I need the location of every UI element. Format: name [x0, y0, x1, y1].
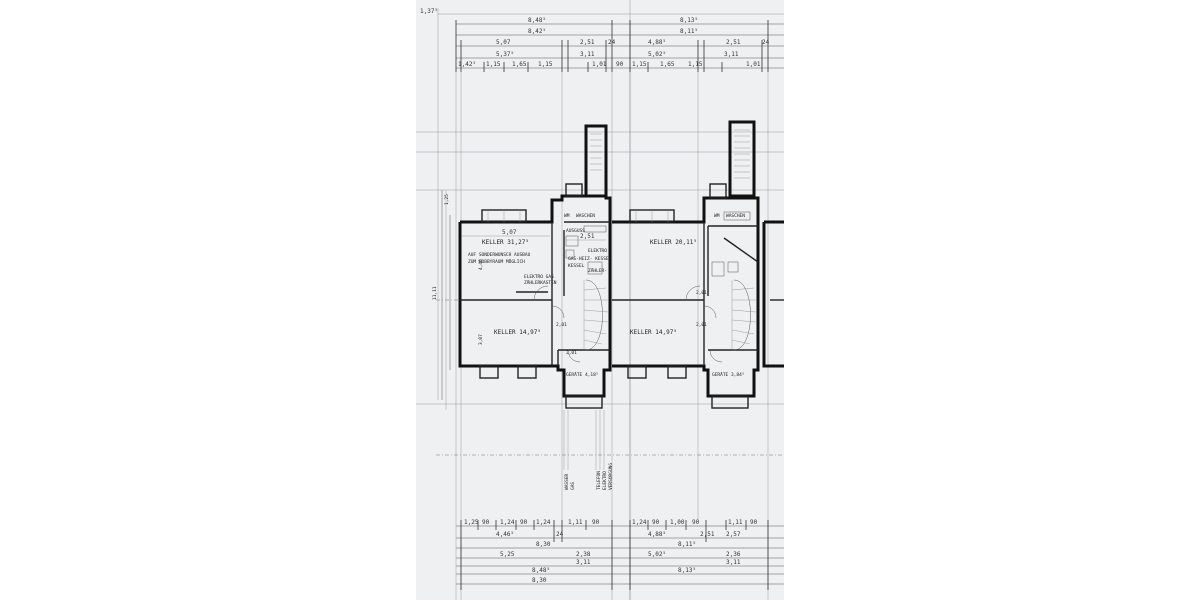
dim-top-row5-a: 1,42⁵ — [458, 61, 476, 68]
dim-top-left-mark: 1,37⁵ — [420, 8, 438, 15]
dim-top-row3-d: 4,88⁵ — [648, 39, 666, 46]
dim-bottom-row1-9: 1,00 — [670, 519, 685, 526]
dim-bottom-row1-8: 90 — [652, 519, 660, 526]
room-wm-right: WM — [714, 213, 720, 219]
note-kessel: KESSEL — [568, 263, 585, 269]
note-zaehler: ZÄHLER- — [588, 267, 607, 274]
dim-bottom-row4-0: 5,25 — [500, 551, 515, 558]
dim-top-row2-b: 8,11⁵ — [680, 28, 698, 35]
dim-top-row2-a: 8,42⁵ — [528, 28, 546, 35]
dim-bottom-row1-7: 1,24 — [632, 519, 647, 526]
bottom-dimension-chain: 1,25 90 1,24 90 1,24 1,11 90 1,24 90 1,0… — [456, 519, 784, 590]
dim-top-row3-b: 2,51 — [580, 39, 595, 46]
note-gas-elektro: ELEKTRO GAS — [524, 274, 554, 280]
room-waschen-left: WASCHEN — [576, 213, 595, 219]
dim-bottom-row6-1: 8,13⁵ — [678, 567, 696, 574]
top-dimension-chain: 8,48⁵ 8,13⁵ 8,42⁵ 8,11⁵ 5,07 2,51 24 4,8… — [420, 8, 784, 72]
left-vertical-dimensions: 11,11 1,25 4,46 3,07 — [432, 190, 484, 400]
note-ausguss: AUSGUSS — [566, 228, 585, 234]
room-wm-left: WM — [564, 213, 570, 219]
dim-bottom-row5-1: 3,11 — [726, 559, 741, 566]
dim-bottom-row1-10: 90 — [692, 519, 700, 526]
dim-top-row5-c: 1,65 — [512, 61, 527, 68]
dim-top-row1-b: 8,13⁵ — [680, 17, 698, 24]
dim-left-vertical: 11,11 — [432, 286, 438, 300]
blueprint-sheet: 8,48⁵ 8,13⁵ 8,42⁵ 8,11⁵ 5,07 2,51 24 4,8… — [416, 0, 784, 600]
dim-interior-a: 5,07 — [502, 229, 517, 236]
dim-bottom-row1-5: 1,11 — [568, 519, 583, 526]
dim-interior-c: 2,01 — [566, 350, 577, 356]
dim-interior-b: 2,51 — [580, 233, 595, 240]
utility-gas: GAS — [570, 482, 576, 490]
dim-bottom-row2-0: 4,46⁵ — [496, 531, 514, 538]
dim-bottom-row1-6: 90 — [592, 519, 600, 526]
unit-right — [612, 120, 784, 409]
dim-top-row5-j: 1,01 — [746, 61, 761, 68]
dim-top-row3-f: 24 — [762, 39, 770, 46]
note-kessel-label: GAS-HEIZ- KESSEL — [568, 256, 612, 262]
dim-bottom-row1-11: 1,11 — [728, 519, 743, 526]
dim-bottom-row2-3: 2,51 — [700, 531, 715, 538]
dim-interior-e: 2,01 — [696, 322, 707, 328]
room-keller-small-right: KELLER 14,97⁵ — [630, 329, 677, 336]
dim-top-row5-b: 1,15 — [486, 61, 501, 68]
dim-top-row5-g: 1,15 — [632, 61, 647, 68]
utility-telefon: TELEFON — [596, 471, 602, 490]
dim-top-row3-c: 24 — [608, 39, 616, 46]
dim-bottom-row1-4: 1,24 — [536, 519, 551, 526]
room-keller-large-left: KELLER 31,27⁵ — [482, 239, 529, 246]
utility-elektro: ELEKTRO — [602, 471, 608, 490]
dim-top-row5-d: 1,15 — [538, 61, 553, 68]
dim-interior-f: 2,01 — [696, 290, 707, 296]
note-ausbau-line2: ZUM HOBBYRAUM MÖGLICH — [468, 258, 525, 265]
dim-top-row3-e: 2,51 — [726, 39, 741, 46]
room-waschen-right: WASCHEN — [726, 213, 745, 219]
dim-bottom-row1-12: 90 — [750, 519, 758, 526]
dim-top-row5-i: 1,15 — [688, 61, 703, 68]
dim-left-a: 3,07 — [478, 334, 484, 345]
dim-top-row5-h: 1,65 — [660, 61, 675, 68]
dim-bottom-row4-3: 2,36 — [726, 551, 741, 558]
dim-bottom-row1-0: 1,25 — [464, 519, 479, 526]
dim-bottom-row1-3: 90 — [520, 519, 528, 526]
dim-top-row4-a: 5,37⁵ — [496, 51, 514, 58]
dim-top-row4-b: 3,11 — [580, 51, 595, 58]
dim-bottom-row2-1: 24 — [556, 531, 564, 538]
dim-bottom-row3-0: 8,30 — [536, 541, 551, 548]
dim-bottom-row1-1: 90 — [482, 519, 490, 526]
dim-top-row4-c: 5,02⁵ — [648, 51, 666, 58]
room-keller-large-right: KELLER 20,11⁵ — [650, 239, 697, 246]
dim-bottom-row2-2: 4,88⁵ — [648, 531, 666, 538]
dim-bottom-row2-4: 2,57 — [726, 531, 741, 538]
dim-left-c: 1,25 — [444, 194, 450, 205]
construction-lines — [416, 8, 784, 600]
room-geraete-left: GERÄTE 4,18⁵ — [566, 371, 599, 378]
note-ausbau-line1: AUF SONDERWUNSCH AUSBAU — [468, 252, 531, 258]
note-zaehlerkasten: ZÄHLERKASTEN — [524, 279, 557, 286]
dim-top-row5-f: 90 — [616, 61, 624, 68]
dim-bottom-row4-1: 2,38 — [576, 551, 591, 558]
dim-interior-d: 2,01 — [556, 322, 567, 328]
dim-bottom-row1-2: 1,24 — [500, 519, 515, 526]
dim-bottom-row5-0: 3,11 — [576, 559, 591, 566]
room-geraete-right: GERÄTE 3,84⁵ — [712, 371, 745, 378]
utility-service-labels: WASSER GAS TELEFON ELEKTRO VERSORGUNG — [563, 410, 614, 490]
dim-bottom-row4-2: 5,02⁵ — [648, 551, 666, 558]
room-keller-small-left: KELLER 14,97⁵ — [494, 329, 541, 336]
dim-left-b: 4,46 — [478, 259, 484, 270]
dim-top-row4-d: 3,11 — [724, 51, 739, 58]
dim-top-row3-a: 5,07 — [496, 39, 511, 46]
unit-left — [458, 124, 612, 409]
dim-bottom-row3-1: 8,11⁵ — [678, 541, 696, 548]
dim-top-row5-e: 1,01 — [592, 61, 607, 68]
utility-versorgung: VERSORGUNG — [608, 463, 614, 490]
dim-bottom-row6-0: 8,48⁵ — [532, 567, 550, 574]
dim-bottom-row7-0: 8,30 — [532, 577, 547, 584]
floor-plan: 8,48⁵ 8,13⁵ 8,42⁵ 8,11⁵ 5,07 2,51 24 4,8… — [416, 0, 784, 600]
utility-wasser: WASSER — [564, 473, 570, 490]
note-elektro: ELEKTRO — [588, 248, 607, 254]
dim-top-row1-a: 8,48⁵ — [528, 17, 546, 24]
